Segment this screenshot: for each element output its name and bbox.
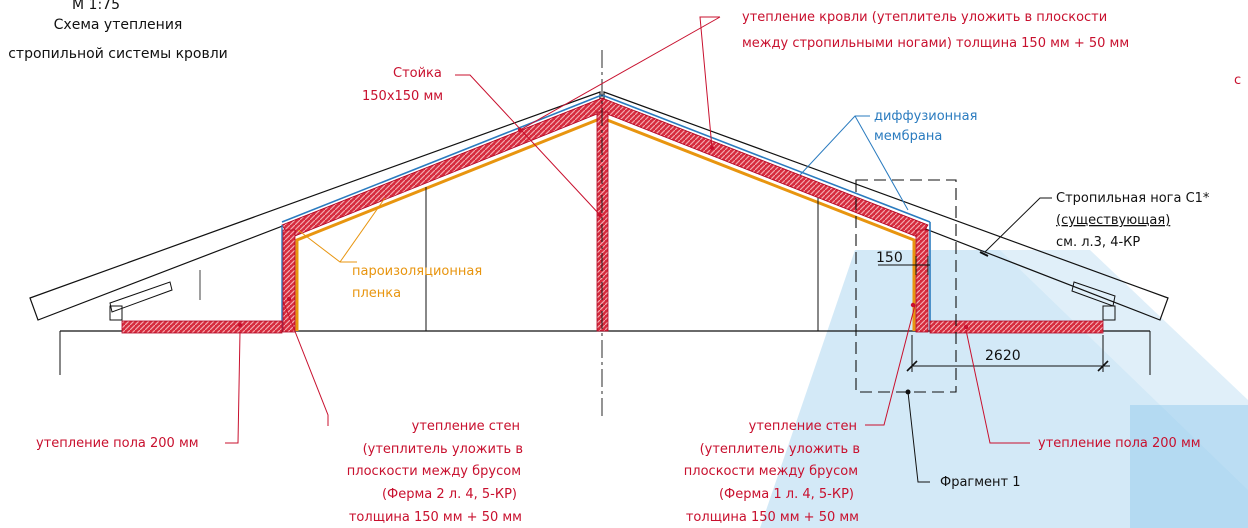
- title-line1: Схема утепления: [54, 17, 183, 33]
- label-roof-1: утепление кровли (утеплитель уложить в п…: [742, 10, 1107, 25]
- label-walls-right: утепление стен (утеплитель уложить в пло…: [684, 419, 860, 525]
- floor-insulation-right: [929, 320, 1104, 334]
- svg-text:плоскости между брусом: плоскости между брусом: [684, 464, 858, 479]
- svg-text:(утеплитель уложить в: (утеплитель уложить в: [700, 442, 860, 457]
- knee-wall-left: [282, 229, 296, 333]
- label-vapor-2: пленка: [352, 286, 401, 301]
- label-roof-2: между стропильными ногами) толщина 150 м…: [742, 36, 1129, 51]
- label-membrane-1: диффузионная: [874, 109, 977, 124]
- label-rafter-2: (существующая): [1056, 213, 1170, 228]
- svg-text:толщина 150 мм + 50 мм: толщина 150 мм + 50 мм: [349, 510, 522, 525]
- svg-text:утепление стен: утепление стен: [749, 419, 857, 434]
- label-fragment: Фрагмент 1: [940, 475, 1021, 490]
- floor-insulation-left: [121, 320, 283, 334]
- label-walls-left: утепление стен (утеплитель уложить в пло…: [347, 419, 523, 525]
- label-post-1: Стойка: [393, 66, 442, 81]
- leader-fragment: [907, 391, 930, 483]
- label-vapor-1: пароизоляционная: [352, 264, 482, 279]
- title-line2: стропильной системы кровли: [8, 46, 228, 62]
- dim-wall-thickness: 150: [876, 250, 903, 266]
- svg-text:плоскости между брусом: плоскости между брусом: [347, 464, 521, 479]
- label-rafter-1: Стропильная нога С1*: [1056, 191, 1210, 206]
- svg-text:толщина 150 мм + 50 мм: толщина 150 мм + 50 мм: [686, 510, 859, 525]
- svg-text:утепление стен: утепление стен: [412, 419, 520, 434]
- label-membrane-2: мембрана: [874, 129, 942, 144]
- leader-rafter: [984, 197, 1052, 253]
- label-corner-c: с: [1234, 73, 1241, 88]
- svg-text:(Ферма 1 л. 4, 5-КР): (Ферма 1 л. 4, 5-КР): [719, 487, 854, 502]
- label-post-2: 150x150 мм: [362, 89, 443, 104]
- label-rafter-3: см. л.3, 4-КР: [1056, 235, 1140, 250]
- dim-overhang: 2620: [985, 348, 1021, 364]
- svg-text:(утеплитель уложить в: (утеплитель уложить в: [363, 442, 523, 457]
- leaders-red: [225, 16, 1030, 444]
- roof-insulation-left: [281, 97, 603, 239]
- title-scale: М 1:75: [72, 0, 120, 13]
- eave-left: [29, 91, 601, 321]
- svg-text:(Ферма 2 л. 4, 5-КР): (Ферма 2 л. 4, 5-КР): [382, 487, 517, 502]
- knee-wall-right: [915, 229, 929, 333]
- watermark: [760, 250, 1248, 528]
- label-floor-left: утепление пола 200 мм: [36, 436, 199, 451]
- label-floor-right: утепление пола 200 мм: [1038, 436, 1201, 451]
- center-post: [596, 111, 609, 332]
